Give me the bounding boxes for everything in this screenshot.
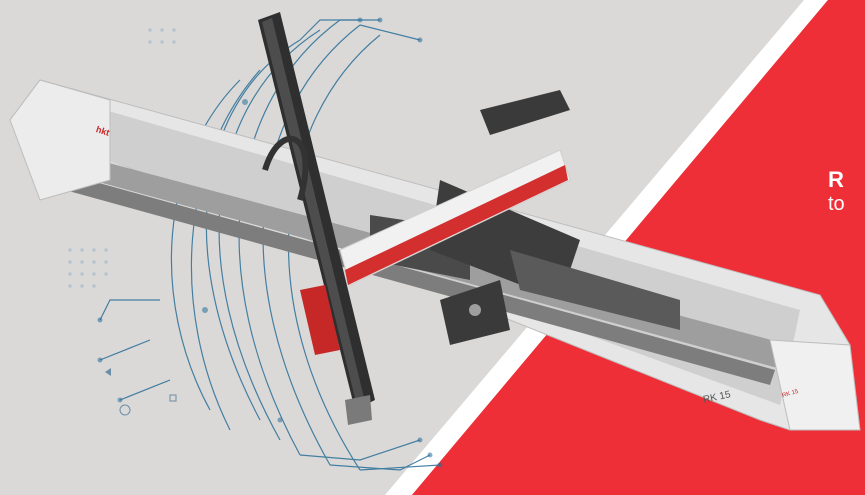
hero-tagline: R to [828,168,865,216]
dot-grid-icon [68,28,176,288]
gantry-robot-image [9,12,861,431]
circuit-dots-icon [97,17,443,468]
tagline-line2: to [828,193,845,215]
tagline-line1: R [828,167,844,192]
circuit-icon [99,19,441,471]
small-shapes-icon [105,368,177,416]
